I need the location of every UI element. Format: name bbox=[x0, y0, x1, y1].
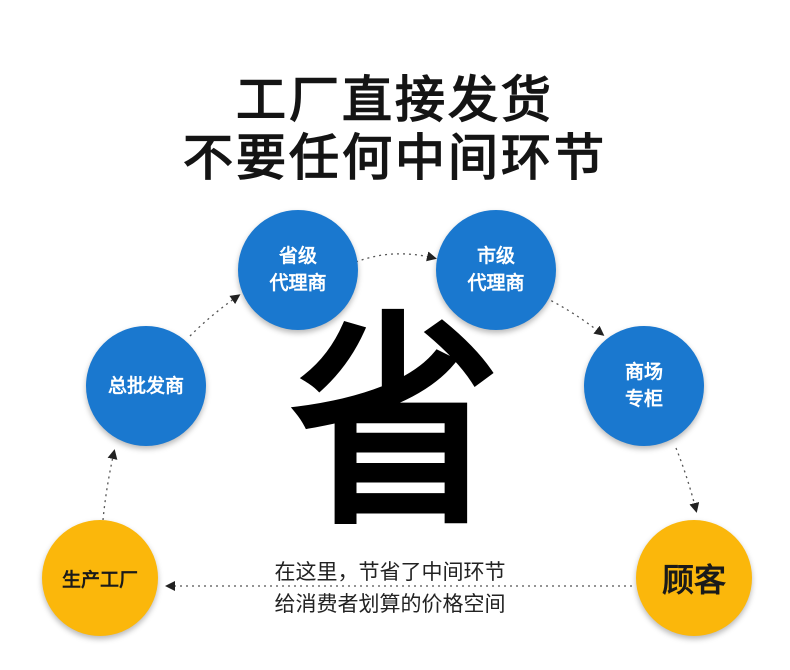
node-wholesaler-label: 总批发商 bbox=[107, 374, 184, 397]
node-wholesaler: 总批发商 bbox=[86, 326, 206, 446]
savings-note-line-1: 在这里，节省了中间环节 bbox=[274, 560, 506, 584]
arrow-mall-to-customer bbox=[675, 447, 700, 513]
arrow-wholesaler-to-provincial bbox=[189, 294, 241, 337]
title-line-1: 工厂直接发货 bbox=[236, 71, 554, 129]
arrow-factory-to-wholesaler bbox=[102, 449, 118, 521]
node-mall-line2: 专柜 bbox=[624, 388, 663, 410]
node-mall-counter: 商场 专柜 bbox=[584, 326, 704, 446]
node-mall-line1: 商场 bbox=[624, 361, 663, 383]
node-factory-label: 生产工厂 bbox=[61, 568, 138, 591]
node-provincial-line2: 代理商 bbox=[269, 272, 327, 294]
arrow-provincial-to-city bbox=[355, 251, 437, 263]
node-provincial-line1: 省级 bbox=[278, 245, 317, 267]
node-city-line1: 市级 bbox=[476, 245, 515, 267]
node-factory: 生产工厂 bbox=[42, 520, 158, 636]
savings-note-line-2: 给消费者划算的价格空间 bbox=[274, 592, 506, 616]
node-city-agent: 市级 代理商 bbox=[436, 210, 556, 330]
center-save-character: 省 bbox=[290, 292, 501, 557]
arrow-city-to-mall bbox=[545, 297, 605, 336]
node-provincial-agent: 省级 代理商 bbox=[238, 210, 358, 330]
node-city-line2: 代理商 bbox=[467, 272, 525, 294]
node-customer: 顾客 bbox=[636, 520, 752, 636]
title-line-2: 不要任何中间环节 bbox=[183, 129, 607, 187]
node-customer-label: 顾客 bbox=[661, 561, 726, 599]
